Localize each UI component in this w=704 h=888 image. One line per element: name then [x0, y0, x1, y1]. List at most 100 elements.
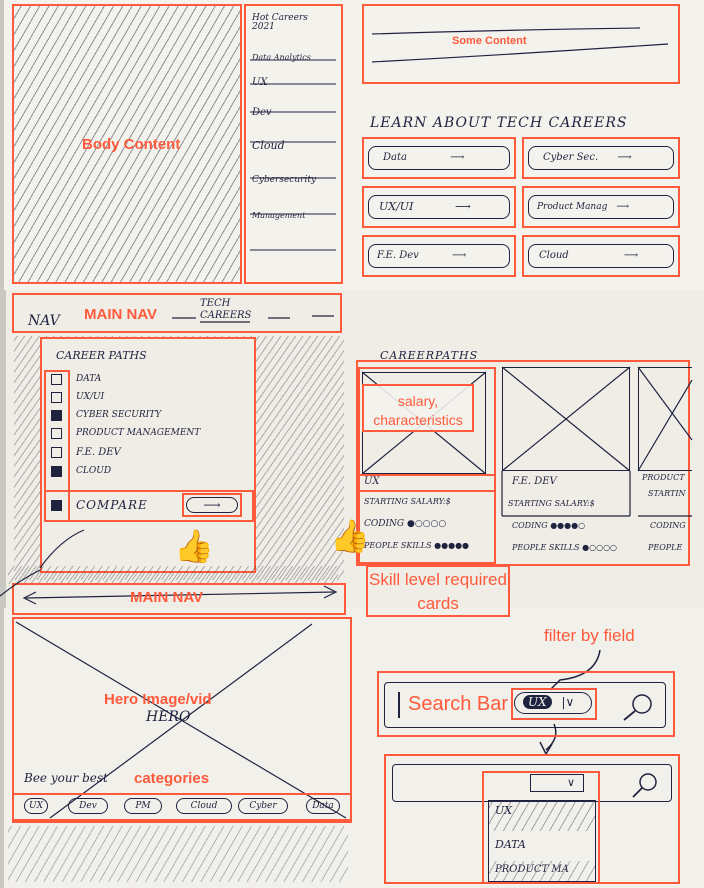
category-cyber[interactable]: Cyber	[238, 798, 288, 814]
search-bar[interactable]	[384, 682, 666, 728]
data-option-label: Data	[76, 374, 102, 384]
some-content-box	[362, 4, 680, 84]
skill-level-annotation-box	[366, 565, 510, 617]
nav-left-label[interactable]: Nav	[28, 313, 60, 329]
product-card-salary: Startin	[648, 489, 686, 498]
product-card-role: Product	[642, 473, 685, 482]
dropdown-list: UX Data Product Ma	[488, 800, 596, 882]
category-cloud[interactable]: Cloud	[176, 798, 232, 814]
sidebar-item-cloud[interactable]: Cloud	[252, 139, 285, 152]
main-nav-bar	[12, 293, 342, 333]
salary-annotation-box	[362, 384, 474, 432]
compare-checkbox[interactable]	[51, 500, 62, 511]
sidebar-item-ux[interactable]: UX	[252, 77, 268, 88]
fedev-card-role: F.E. Dev	[512, 476, 557, 487]
dropdown-option-product[interactable]: Product Ma	[495, 864, 569, 875]
data-checkbox[interactable]	[51, 374, 62, 385]
learn-cloud-pill: Cloud ⟶	[528, 244, 674, 268]
hero-heading: Hero	[146, 709, 191, 725]
product-management-checkbox[interactable]	[51, 428, 62, 439]
uxui-checkbox[interactable]	[51, 392, 62, 403]
learn-cyber-button[interactable]	[522, 137, 680, 179]
body-content-frame	[12, 4, 242, 284]
categories-label: categories	[134, 770, 210, 787]
search-icon[interactable]	[628, 770, 664, 800]
compare-row[interactable]	[44, 490, 254, 522]
uxui-option-label: UX/UI	[76, 392, 105, 402]
search-bar-label: Search Bar	[408, 693, 509, 715]
field-filter-dropdown[interactable]: UX |∨	[514, 692, 592, 714]
sidebar-item-management[interactable]: Management	[252, 211, 306, 220]
category-data[interactable]: Data	[306, 798, 340, 814]
product-card-coding: Coding	[650, 521, 686, 530]
fedev-card-coding: Coding ●●●●○	[512, 521, 586, 530]
field-filter-annotation	[511, 688, 597, 720]
thumbs-up-icon: 👍	[330, 517, 370, 555]
fe-dev-option-label: F.E. Dev	[76, 447, 121, 458]
learn-cloud-button[interactable]	[522, 235, 680, 277]
body-content-label: Body Content	[82, 136, 181, 153]
dropdown-option-ux[interactable]: UX	[495, 804, 513, 817]
cloud-option-label: Cloud	[76, 466, 112, 476]
category-bar	[12, 793, 352, 821]
hero-label: Hero Image/vid	[104, 691, 212, 708]
compare-label: Compare	[76, 498, 148, 512]
nav-dashes	[172, 315, 334, 323]
dropdown-option-data[interactable]: Data	[495, 838, 526, 851]
bottom-scribble	[8, 826, 348, 882]
search-bar-annotation	[377, 671, 675, 737]
learn-cyber-label: Cyber Sec.	[543, 152, 599, 163]
category-pm[interactable]: PM	[124, 798, 162, 814]
product-card-people: People	[648, 543, 683, 552]
learn-ux-label: UX/UI	[379, 200, 414, 213]
card-image-placeholder-2	[502, 367, 630, 471]
learn-fedev-label: F.E. Dev	[377, 250, 419, 261]
arrow-right-icon: ⟶	[454, 200, 471, 213]
fedev-card-salary: Starting Salary:$	[508, 499, 595, 508]
ux-card-role: UX	[364, 476, 380, 487]
arrow-right-icon: ⟶	[623, 250, 639, 261]
learn-ux-button[interactable]	[362, 186, 516, 228]
cyber-security-checkbox[interactable]	[51, 410, 62, 421]
arrow-right-icon: ⟶	[203, 498, 221, 512]
cyber-security-option-label: Cyber Security	[76, 410, 162, 420]
dropdown-option-ux-bg	[489, 801, 595, 831]
sidebar-dividers	[250, 59, 336, 251]
chevron-down-icon: |∨	[561, 695, 575, 709]
salary-characteristics-label: salary, characteristics	[373, 393, 463, 428]
learn-product-label: Product Manag	[537, 202, 608, 212]
sketch-sheet-bottom	[4, 608, 704, 888]
dropdown-option-product-bg	[489, 861, 595, 881]
ux-card-coding: Coding ●○○○○	[364, 519, 447, 529]
some-content-lines	[371, 27, 669, 63]
dropdown-select[interactable]: ∨	[530, 774, 584, 792]
ux-card-role-box	[358, 474, 496, 492]
nav-tech-careers[interactable]: Tech Careers	[200, 298, 252, 321]
career-paths-title: CareerPaths	[380, 349, 479, 362]
thumbs-up-icon: 👍	[174, 527, 214, 565]
search-icon[interactable]	[620, 692, 656, 722]
learn-fedev-button[interactable]	[362, 235, 516, 277]
main-nav-bar-secondary	[12, 583, 346, 615]
search-bar-expanded[interactable]	[392, 764, 672, 802]
sidebar-item-hot-careers[interactable]: Hot Careers 2021	[252, 13, 308, 32]
sidebar	[244, 4, 343, 284]
some-content-label: Some Content	[452, 35, 527, 47]
product-management-option-label: Product Management	[76, 428, 201, 438]
nav-scroll-arrow	[0, 529, 338, 605]
compare-button[interactable]	[182, 493, 242, 517]
learn-data-button[interactable]	[362, 137, 516, 179]
learn-product-button[interactable]	[522, 186, 680, 228]
learn-cloud-label: Cloud	[539, 250, 569, 261]
sidebar-item-cybersecurity[interactable]: Cybersecurity	[252, 175, 317, 185]
fe-dev-checkbox[interactable]	[51, 447, 62, 458]
arrow-right-icon: ⟶	[616, 202, 630, 212]
category-ux[interactable]: UX	[24, 798, 48, 814]
learn-ux-pill: UX/UI ⟶	[368, 195, 510, 219]
sidebar-item-data-analytics[interactable]: Data Analytics	[252, 53, 311, 62]
cloud-checkbox[interactable]	[51, 466, 62, 477]
scribble-strip	[8, 566, 338, 584]
filter-by-field-label: filter by field	[544, 626, 635, 645]
ux-career-card[interactable]	[358, 367, 496, 564]
category-dev[interactable]: Dev	[68, 798, 108, 814]
